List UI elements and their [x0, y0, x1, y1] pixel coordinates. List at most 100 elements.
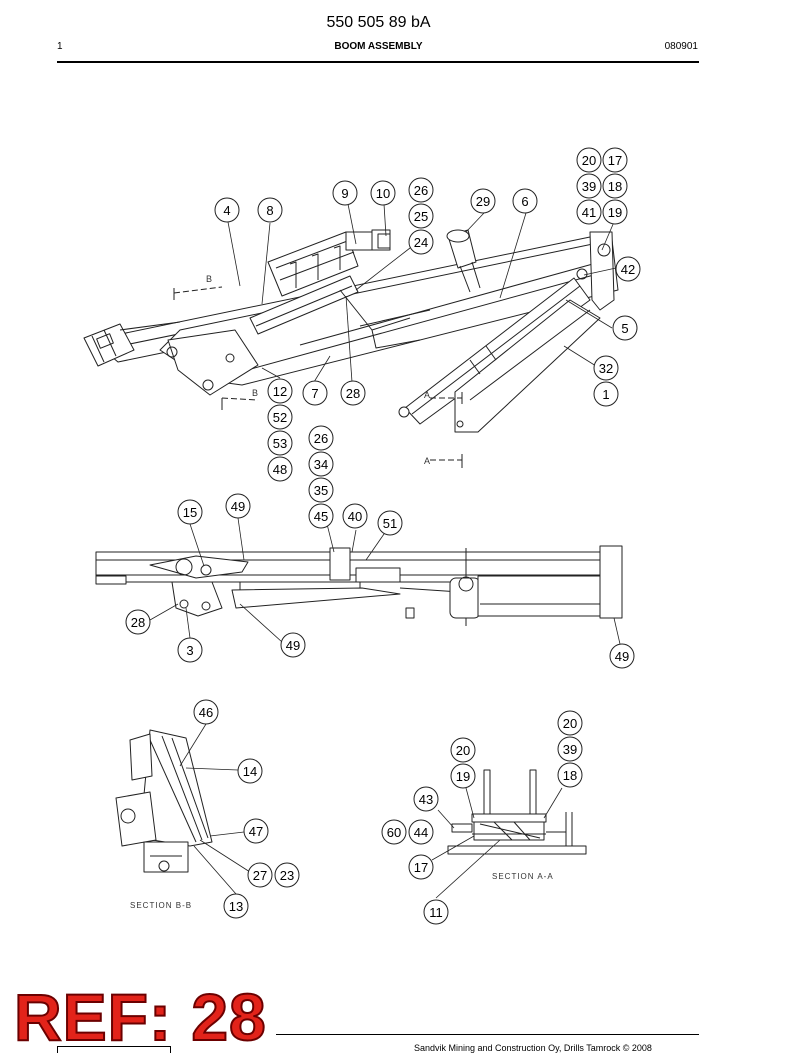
svg-text:49: 49: [615, 649, 629, 664]
callout-bubble[interactable]: 25: [408, 203, 434, 229]
svg-text:28: 28: [346, 386, 360, 401]
callout-bubble[interactable]: 44: [408, 819, 434, 845]
callout-bubble[interactable]: 23: [274, 862, 300, 888]
svg-text:40: 40: [348, 509, 362, 524]
svg-text:5: 5: [621, 321, 628, 336]
callout-bubble[interactable]: 6: [512, 188, 538, 214]
callout-bubble[interactable]: 27: [247, 862, 273, 888]
callout-bubble[interactable]: 26: [308, 425, 334, 451]
svg-text:20: 20: [582, 153, 596, 168]
svg-text:27: 27: [253, 868, 267, 883]
callout-bubble[interactable]: 53: [267, 430, 293, 456]
callout-bubble[interactable]: 39: [576, 173, 602, 199]
callout-bubble[interactable]: 46: [193, 699, 219, 725]
callout-bubble[interactable]: 9: [332, 180, 358, 206]
svg-text:20: 20: [456, 743, 470, 758]
svg-text:17: 17: [414, 860, 428, 875]
svg-text:11: 11: [429, 905, 443, 920]
svg-text:25: 25: [414, 209, 428, 224]
svg-text:48: 48: [273, 462, 287, 477]
callout-bubble[interactable]: 49: [609, 643, 635, 669]
svg-text:39: 39: [563, 742, 577, 757]
callout-bubble[interactable]: 34: [308, 451, 334, 477]
svg-text:49: 49: [286, 638, 300, 653]
svg-text:53: 53: [273, 436, 287, 451]
svg-text:15: 15: [183, 505, 197, 520]
callout-bubble[interactable]: 1: [593, 381, 619, 407]
callout-bubble[interactable]: 19: [602, 199, 628, 225]
callout-bubble[interactable]: 40: [342, 503, 368, 529]
svg-text:35: 35: [314, 483, 328, 498]
callout-bubble[interactable]: 26: [408, 177, 434, 203]
section-a-a-label: SECTION A-A: [492, 872, 554, 881]
callout-bubble[interactable]: 51: [377, 510, 403, 536]
svg-text:34: 34: [314, 457, 328, 472]
callout-bubble[interactable]: 20: [576, 147, 602, 173]
callout-bubble[interactable]: 11: [423, 899, 449, 925]
callout-bubble[interactable]: 3: [177, 637, 203, 663]
callout-bubble[interactable]: 35: [308, 477, 334, 503]
callout-bubble[interactable]: 49: [225, 493, 251, 519]
callout-bubble[interactable]: 28: [125, 609, 151, 635]
svg-text:49: 49: [231, 499, 245, 514]
footer-copyright: Sandvik Mining and Construction Oy, Dril…: [414, 1043, 652, 1053]
callout-bubble[interactable]: 42: [615, 256, 641, 282]
callout-bubble[interactable]: 18: [557, 762, 583, 788]
section-a-a-view: [447, 769, 587, 855]
svg-text:23: 23: [280, 868, 294, 883]
page-title: BOOM ASSEMBLY: [334, 41, 423, 52]
callout-bubble[interactable]: 29: [470, 188, 496, 214]
svg-text:14: 14: [243, 764, 257, 779]
svg-text:8: 8: [266, 203, 273, 218]
callout-bubble[interactable]: 12: [267, 378, 293, 404]
svg-text:39: 39: [582, 179, 596, 194]
callout-bubble[interactable]: 15: [177, 499, 203, 525]
section-marker-a-bottom: A: [424, 456, 430, 466]
callout-bubble[interactable]: 17: [602, 147, 628, 173]
callout-bubble[interactable]: 48: [267, 456, 293, 482]
svg-text:51: 51: [383, 516, 397, 531]
callout-bubble[interactable]: 41: [576, 199, 602, 225]
header-rule: [57, 61, 699, 63]
callout-bubble[interactable]: 43: [413, 786, 439, 812]
svg-text:9: 9: [341, 186, 348, 201]
callout-bubble[interactable]: 24: [408, 229, 434, 255]
svg-text:26: 26: [314, 431, 328, 446]
callout-bubble[interactable]: 28: [340, 380, 366, 406]
callout-bubble[interactable]: 18: [602, 173, 628, 199]
callout-bubble[interactable]: 4: [214, 197, 240, 223]
svg-text:46: 46: [199, 705, 213, 720]
svg-text:19: 19: [608, 205, 622, 220]
sandvik-logo: [57, 1046, 171, 1053]
svg-text:18: 18: [608, 179, 622, 194]
callout-bubble[interactable]: 19: [450, 763, 476, 789]
svg-text:52: 52: [273, 410, 287, 425]
section-b-b-view: [115, 729, 213, 873]
callout-bubble[interactable]: 45: [308, 503, 334, 529]
callout-bubble[interactable]: 8: [257, 197, 283, 223]
svg-text:47: 47: [249, 824, 263, 839]
callout-bubble[interactable]: 14: [237, 758, 263, 784]
svg-text:4: 4: [223, 203, 230, 218]
callout-bubble[interactable]: 17: [408, 854, 434, 880]
svg-text:6: 6: [521, 194, 528, 209]
date-code: 080901: [664, 41, 698, 52]
callout-bubble[interactable]: 52: [267, 404, 293, 430]
callout-bubble[interactable]: 60: [381, 819, 407, 845]
callout-bubble[interactable]: 20: [450, 737, 476, 763]
callout-bubble[interactable]: 39: [557, 736, 583, 762]
callout-bubble[interactable]: 5: [612, 315, 638, 341]
callout-bubble[interactable]: 10: [370, 180, 396, 206]
callout-bubble[interactable]: 32: [593, 355, 619, 381]
callout-bubble[interactable]: 47: [243, 818, 269, 844]
svg-text:20: 20: [563, 716, 577, 731]
page-number: 1: [57, 41, 63, 52]
section-b-b-label: SECTION B-B: [130, 901, 192, 910]
svg-text:29: 29: [476, 194, 490, 209]
callout-bubble[interactable]: 7: [302, 380, 328, 406]
callout-bubble[interactable]: 49: [280, 632, 306, 658]
callout-bubble[interactable]: 13: [223, 893, 249, 919]
callout-bubble[interactable]: 20: [557, 710, 583, 736]
